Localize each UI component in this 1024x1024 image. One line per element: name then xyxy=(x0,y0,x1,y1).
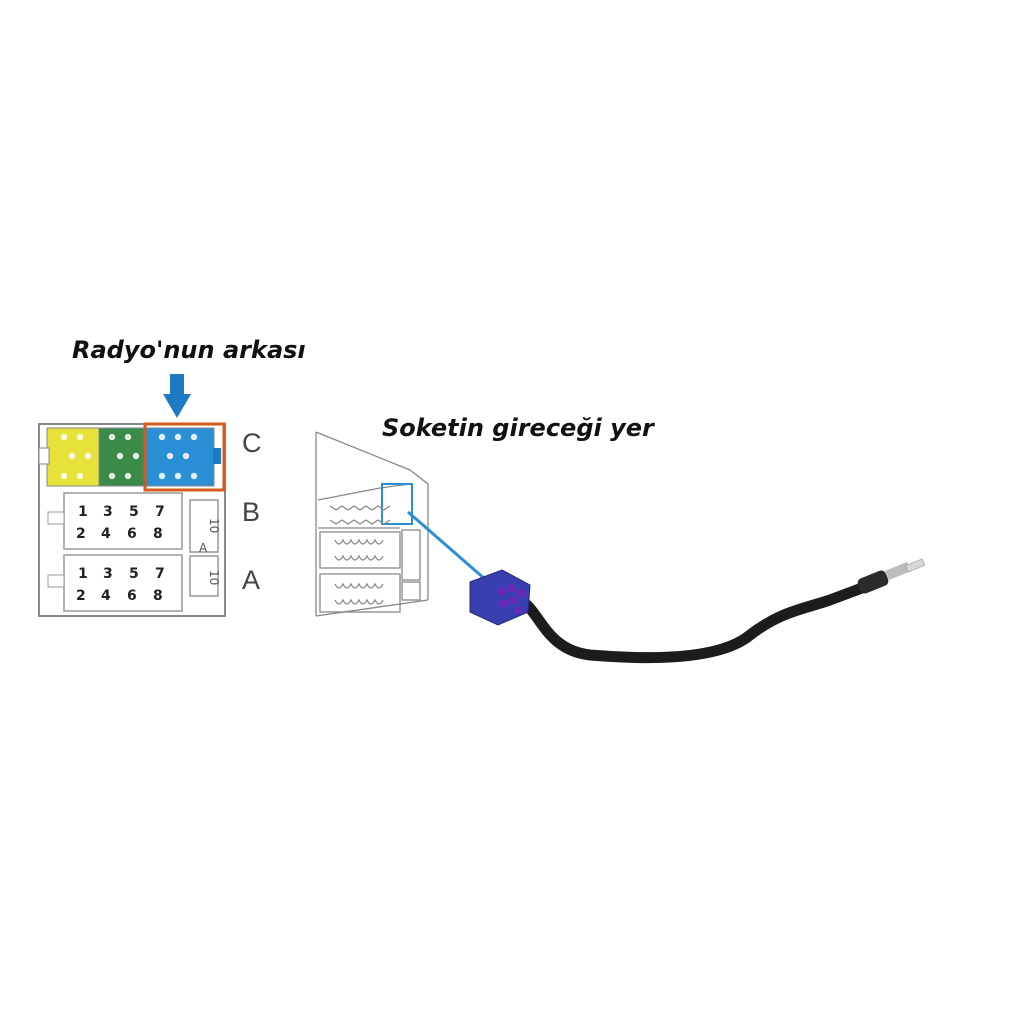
pin-label: 3 xyxy=(103,504,113,520)
pin-label: 1 xyxy=(78,566,88,582)
pointer-line xyxy=(407,510,487,582)
down-arrow-icon xyxy=(163,374,191,418)
pin-label: 4 xyxy=(101,526,111,542)
row-label-c: C xyxy=(242,428,262,458)
pin-label: 2 xyxy=(76,526,86,542)
row-label-b: B xyxy=(242,497,260,527)
pin-label: 2 xyxy=(76,588,86,604)
row-label-a: A xyxy=(242,565,260,595)
pin-label: 8 xyxy=(153,588,163,604)
socket-location-title: Soketin gireceği yer xyxy=(382,414,654,442)
radio-connector-diagram: 1 3 5 7 2 4 6 8 1 3 5 7 2 4 6 8 10 A 10 … xyxy=(38,422,262,617)
side-letter: A xyxy=(199,541,208,555)
radio-back-sketch xyxy=(315,431,429,617)
side-label-b: 10 xyxy=(207,518,221,533)
aux-cable xyxy=(514,582,868,664)
pin-label: 4 xyxy=(101,588,111,604)
pin-label: 7 xyxy=(155,504,165,520)
pin-label: 3 xyxy=(103,566,113,582)
pin-label: 6 xyxy=(127,526,137,542)
radio-back-title: Radyo'nun arkası xyxy=(72,336,306,364)
pin-label: 6 xyxy=(127,588,137,604)
pin-label: 5 xyxy=(129,504,139,520)
blue-plug xyxy=(469,569,531,626)
pin-label: 1 xyxy=(78,504,88,520)
pin-label: 8 xyxy=(153,526,163,542)
pin-label: 5 xyxy=(129,566,139,582)
pin-label: 7 xyxy=(155,566,165,582)
highlight-border xyxy=(143,422,226,492)
audio-jack-plug xyxy=(857,558,926,594)
side-label-a: 10 xyxy=(207,570,221,585)
